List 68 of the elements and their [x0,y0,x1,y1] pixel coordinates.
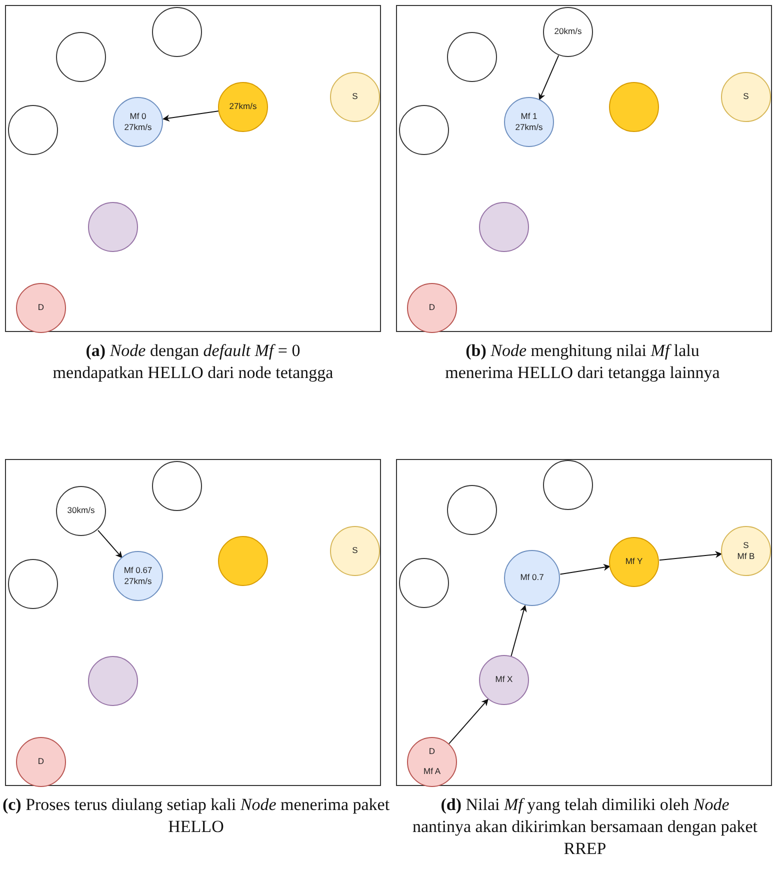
node-circle [8,105,58,155]
node-circle [218,536,268,586]
node-label: 30km/s [67,505,95,517]
node-circle [88,656,138,706]
node-label: D [38,756,44,768]
node-label: Mf 0.7 [520,572,544,584]
arrow [162,110,220,122]
node-circle [479,202,529,252]
node-circle [609,537,659,587]
node-label: Mf A [423,766,440,778]
node-label: Mf Y [625,556,643,568]
node-label: 27km/s [124,122,152,134]
node-label: 27km/s [229,101,257,113]
node-circle [8,559,58,609]
node-circle [399,558,449,608]
figure-caption: (c) Proses terus diulang setiap kali Node menerima paket HELLO [1,794,391,838]
node-circle [88,202,138,252]
figure-caption: (b) Node menghitung nilai Mf lalu menerima HELLO dari tetangga lainnya [444,340,721,384]
arrow [98,530,122,558]
node-circle [543,460,593,510]
node-circle [152,7,202,57]
node-label: Mf 0.67 [124,564,152,576]
node-circle [330,526,380,576]
node-label: S [352,545,358,557]
node-label: S [743,540,749,551]
node-label: Mf B [737,551,755,562]
figure-caption: (d) Nilai Mf yang telah dimiliki oleh Node nantinya akan dikirimkan bersamaan dengan paket RREP [411,794,759,860]
node-circle [543,7,593,57]
node-circle [721,526,771,576]
node-circle [218,82,268,132]
node-circle [113,97,163,147]
node-circle [407,737,457,787]
diagram-panel [5,459,381,786]
node-circle [721,72,771,122]
node-circle [399,105,449,155]
arrow [448,698,488,744]
arrow [658,551,722,561]
node-circle [447,485,497,535]
node-circle [504,97,554,147]
node-circle [609,82,659,132]
diagram-panel [396,459,772,786]
node-label: S [352,91,358,103]
node-label: 20km/s [554,26,582,38]
node-circle [447,32,497,82]
node-label: Mf X [495,674,513,686]
node-label: D [428,746,436,758]
node-label: D [428,302,436,314]
node-circle [56,486,106,536]
node-label: S [743,91,749,103]
arrow [538,54,560,100]
node-circle [16,283,66,333]
diagram-panel [5,5,381,332]
node-label: 27km/s [124,576,152,588]
node-circle [330,72,380,122]
node-circle [152,461,202,511]
node-circle [113,551,163,601]
arrow [510,604,527,657]
figure-caption: (a) Node dengan default Mf = 0 mendapatkan HELLO dari node tetangga [52,340,334,384]
node-circle [16,737,66,787]
node-circle [407,283,457,333]
arrow [560,564,610,575]
node-label: D [38,302,44,314]
node-circle [56,32,106,82]
diagram-panel [396,5,772,332]
node-circle [479,655,529,705]
node-label: Mf 1 [520,110,538,122]
node-label: 27km/s [515,122,543,134]
node-label: Mf 0 [130,110,146,122]
